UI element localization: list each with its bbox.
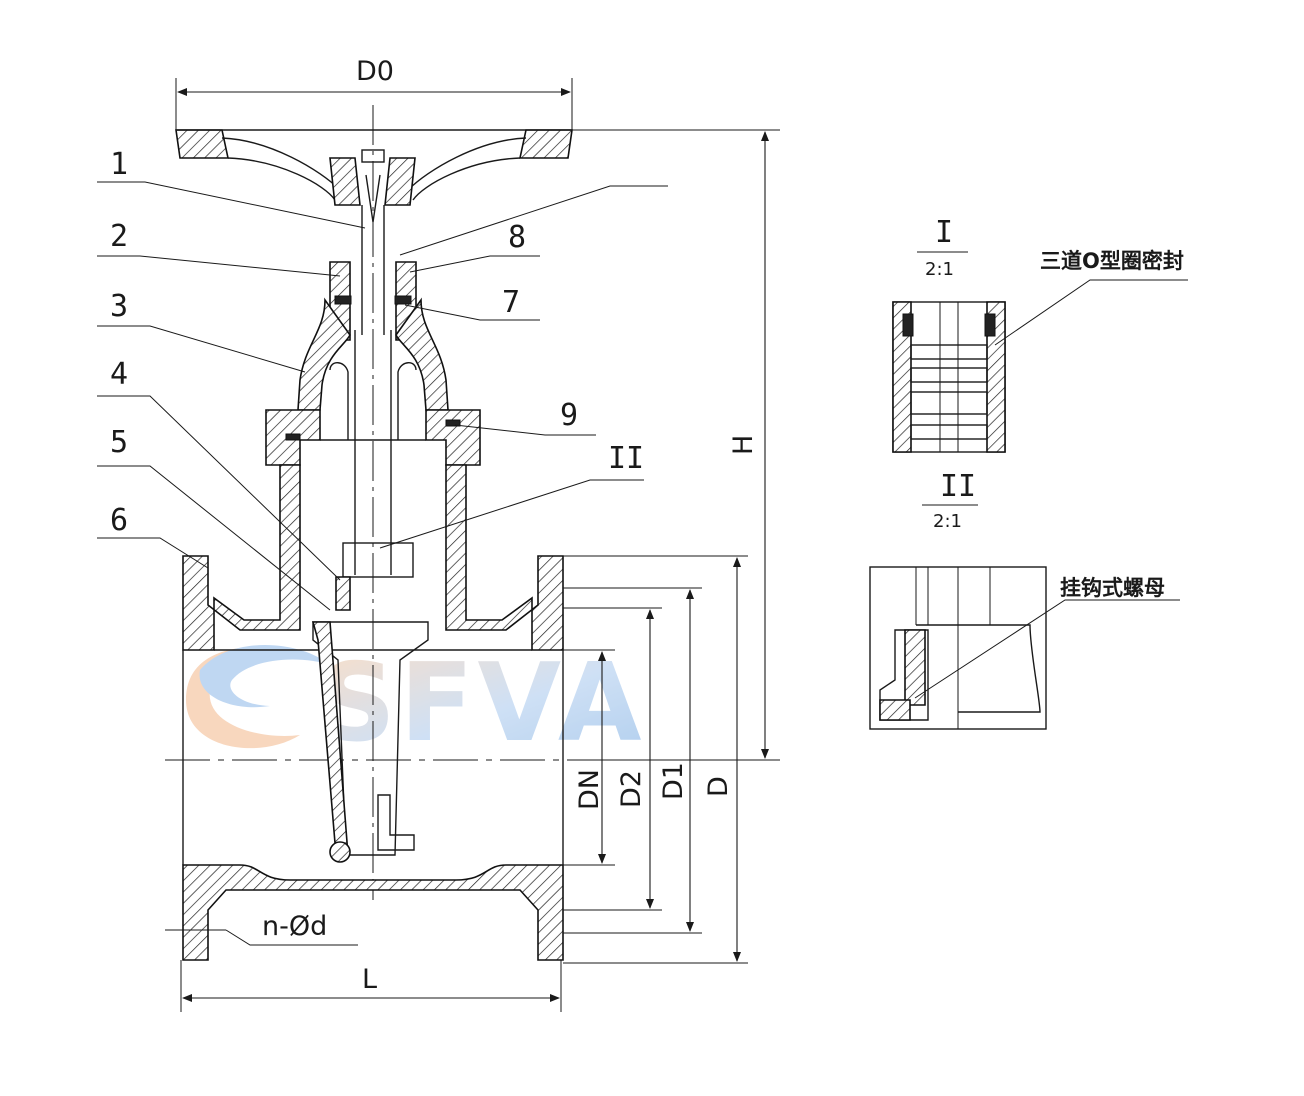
hook-nut-annotation: 挂钩式螺母 — [1060, 576, 1165, 600]
handwheel — [175, 129, 573, 206]
dimension-lines — [175, 78, 780, 1012]
part-number-2: 2 — [110, 219, 128, 254]
dim-label-d2: D2 — [616, 770, 647, 808]
part-number-7: 7 — [502, 285, 520, 320]
part-number-4: 4 — [110, 357, 128, 392]
part-number-5: 5 — [110, 425, 128, 460]
dim-label-d1: D1 — [658, 762, 689, 800]
watermark-swoosh-blue-icon — [199, 645, 330, 708]
valve-stem — [354, 174, 392, 575]
dim-label-h: H — [728, 435, 759, 455]
detail-2-scale: 2:1 — [933, 511, 962, 532]
part-number-1: 1 — [110, 147, 128, 182]
part-number-6: 6 — [110, 503, 128, 538]
bonnet — [265, 261, 481, 466]
detail-1-scale: 2:1 — [925, 259, 954, 280]
detail-2-label: II — [940, 469, 976, 504]
part-leaders — [97, 181, 668, 611]
dim-label-dn: DN — [574, 769, 605, 810]
watermark-logo: SFVA — [186, 641, 645, 766]
detail-1-label: I — [935, 215, 953, 250]
dim-label-l: L — [362, 964, 377, 995]
detail-view-1 — [892, 251, 1188, 453]
part-number-9: 9 — [560, 398, 578, 433]
oring-seal-annotation: 三道O型圈密封 — [1040, 249, 1184, 273]
detail-ref-2: II — [608, 441, 644, 476]
part-number-8: 8 — [508, 220, 526, 255]
dim-label-d0: D0 — [356, 56, 394, 87]
dim-label-bolt-holes: n-Ød — [262, 911, 327, 942]
valve-body — [165, 464, 590, 961]
detail-view-2 — [869, 566, 1180, 730]
watermark-text: SFVA — [318, 641, 645, 766]
dim-label-d: D — [703, 776, 734, 797]
part-number-3: 3 — [110, 289, 128, 324]
gate-wedge — [311, 542, 429, 863]
